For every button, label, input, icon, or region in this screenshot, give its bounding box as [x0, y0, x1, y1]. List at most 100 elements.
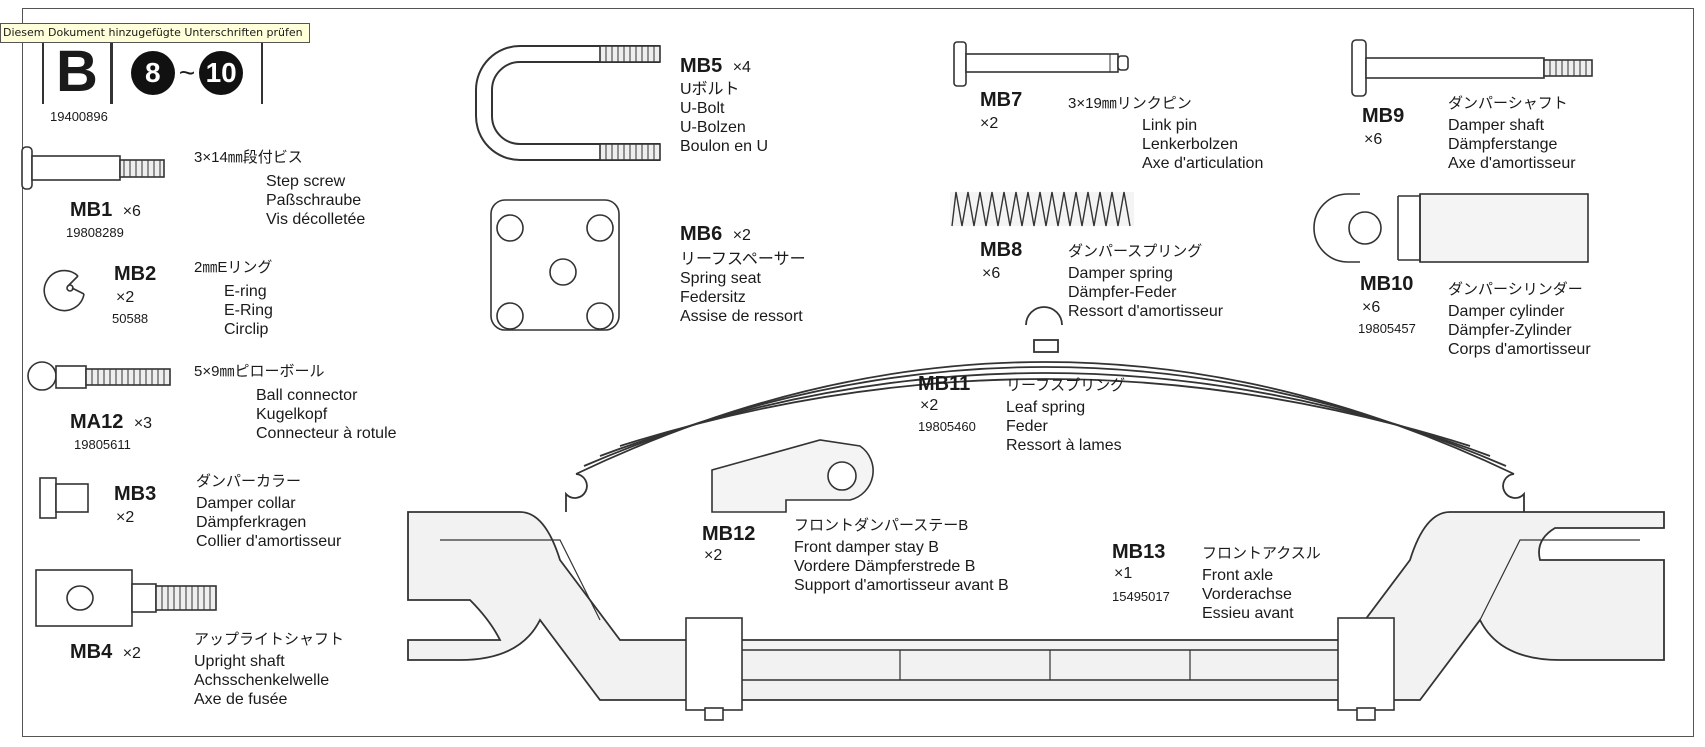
- mb12-code: MB12: [702, 523, 756, 545]
- ma12-german-name: Kugelkopf: [256, 406, 328, 423]
- mb13-french-name: Essieu avant: [1202, 605, 1294, 622]
- mb12-quantity: ×2: [704, 547, 723, 564]
- mb10-english-name: Damper cylinder: [1448, 303, 1565, 320]
- mb1-label: MB1 ×6: [70, 200, 141, 220]
- mb11-japanese-name: リーフスプリング: [1006, 377, 1126, 394]
- spring-seat-icon: [490, 199, 620, 331]
- mb5-japanese-name: Uボルト: [680, 81, 740, 98]
- mb10-german-name: Dämpfer-Zylinder: [1448, 322, 1572, 339]
- mb4-german-name: Achsschenkelwelle: [194, 672, 330, 689]
- mb1-japanese-name: 3×14㎜段付ビス: [194, 149, 303, 166]
- mb11-part-number: 19805460: [918, 419, 976, 434]
- mb4-english-name: Upright shaft: [194, 653, 285, 670]
- mb12-english-name: Front damper stay B: [794, 539, 939, 556]
- bag-part-number: 19400896: [50, 109, 108, 124]
- u-bolt-icon: [475, 45, 661, 161]
- mb11-english-name: Leaf spring: [1006, 399, 1086, 416]
- mb13-german-name: Vorderachse: [1202, 586, 1292, 603]
- mb13-english-name: Front axle: [1202, 567, 1274, 584]
- mb2-quantity: ×2: [116, 289, 135, 306]
- mb13-japanese-name: フロントアクスル: [1202, 545, 1321, 562]
- mb4-names: Upright shaft Achsschenkelwelle Axe de f…: [194, 652, 329, 709]
- leaf-spring-icon: [565, 306, 1525, 512]
- mb12-names: Front damper stay B Vordere Dämpferstred…: [794, 538, 1009, 595]
- mb9-japanese-name: ダンパーシャフト: [1448, 95, 1568, 112]
- mb11-quantity: ×2: [920, 397, 939, 414]
- mb6-japanese-name: リーフスペーサー: [680, 251, 806, 268]
- mb6-quantity: ×2: [732, 227, 751, 244]
- mb1-english-name: Step screw: [266, 173, 346, 190]
- damper-collar-icon: [39, 477, 89, 519]
- mb10-quantity: ×6: [1362, 299, 1381, 316]
- mb3-japanese-name: ダンパーカラー: [196, 473, 302, 490]
- mb7-german-name: Lenkerbolzen: [1142, 136, 1239, 153]
- mb3-english-name: Damper collar: [196, 495, 296, 512]
- mb11-code: MB11: [918, 373, 971, 395]
- mb7-code: MB7: [980, 89, 1023, 111]
- mb5-names: Uボルト U-Bolt U-Bolzen Boulon en U: [680, 80, 768, 156]
- damper-cylinder-icon: [1313, 193, 1589, 263]
- mb1-names: Step screw Paßschraube Vis décolletée: [266, 172, 365, 229]
- mb8-french-name: Ressort d'amortisseur: [1068, 303, 1224, 320]
- mb4-quantity: ×2: [122, 645, 141, 662]
- mb6-names: リーフスペーサー Spring seat Federsitz Assise de…: [680, 250, 806, 326]
- step-range-separator: ~: [178, 57, 196, 88]
- mb1-german-name: Paßschraube: [266, 192, 362, 209]
- ma12-japanese-name: 5×9㎜ピローボール: [194, 363, 325, 380]
- mb6-label: MB6 ×2: [680, 224, 751, 244]
- mb3-french-name: Collier d'amortisseur: [196, 533, 342, 550]
- mb5-french-name: Boulon en U: [680, 138, 769, 155]
- ma12-code: MA12: [70, 411, 124, 433]
- mb10-code: MB10: [1360, 273, 1414, 295]
- mb2-part-number: 50588: [112, 311, 149, 326]
- mb13-code: MB13: [1112, 541, 1166, 563]
- mb5-german-name: U-Bolzen: [680, 119, 746, 136]
- signature-check-tooltip[interactable]: Diesem Dokument hinzugefügte Unterschrif…: [0, 23, 310, 43]
- front-damper-stay-icon: [711, 439, 874, 513]
- mb9-french-name: Axe d'amortisseur: [1448, 155, 1576, 172]
- ma12-names: Ball connector Kugelkopf Connecteur à ro…: [256, 386, 397, 443]
- mb9-quantity: ×6: [1364, 131, 1383, 148]
- mb11-names: Leaf spring Feder Ressort à lames: [1006, 398, 1122, 455]
- mb7-quantity: ×2: [980, 115, 999, 132]
- mb5-quantity: ×4: [732, 59, 751, 76]
- mb9-code: MB9: [1362, 105, 1405, 127]
- mb13-quantity: ×1: [1114, 565, 1133, 582]
- mb7-french-name: Axe d'articulation: [1142, 155, 1264, 172]
- mb12-japanese-name: フロントダンパーステーB: [794, 517, 969, 534]
- mb6-english-name: Spring seat: [680, 270, 761, 287]
- mb11-french-name: Ressort à lames: [1006, 437, 1122, 454]
- mb3-quantity: ×2: [116, 509, 135, 526]
- mb8-english-name: Damper spring: [1068, 265, 1173, 282]
- ma12-quantity: ×3: [133, 415, 153, 432]
- mb8-names: Damper spring Dämpfer-Feder Ressort d'am…: [1068, 264, 1223, 321]
- step-bag-letter: B: [42, 40, 112, 104]
- mb8-german-name: Dämpfer-Feder: [1068, 284, 1177, 301]
- mb13-part-number: 15495017: [1112, 589, 1170, 604]
- mb10-part-number: 19805457: [1358, 321, 1416, 336]
- step-range-to: 10: [199, 51, 244, 95]
- mb9-names: Damper shaft Dämpferstange Axe d'amortis…: [1448, 116, 1576, 173]
- mb3-names: Damper collar Dämpferkragen Collier d'am…: [196, 494, 341, 551]
- mb10-names: Damper cylinder Dämpfer-Zylinder Corps d…: [1448, 302, 1591, 359]
- ma12-english-name: Ball connector: [256, 387, 358, 404]
- mb4-japanese-name: アップライトシャフト: [194, 631, 345, 648]
- mb10-japanese-name: ダンパーシリンダー: [1448, 281, 1583, 298]
- mb5-label: MB5 ×4: [680, 56, 751, 76]
- sheet-frame: [22, 8, 1694, 737]
- mb9-german-name: Dämpferstange: [1448, 136, 1558, 153]
- mb12-german-name: Vordere Dämpferstrede B: [794, 558, 976, 575]
- mb2-code: MB2: [114, 263, 157, 285]
- damper-shaft-icon: [1351, 39, 1593, 97]
- mb2-names: E-ring E-Ring Circlip: [224, 282, 273, 339]
- ma12-french-name: Connecteur à rotule: [256, 425, 397, 442]
- mb2-german-name: E-Ring: [224, 302, 273, 319]
- mb7-english-name: Link pin: [1142, 117, 1198, 134]
- mb1-quantity: ×6: [122, 203, 141, 220]
- mb2-french-name: Circlip: [224, 321, 269, 338]
- mb12-french-name: Support d'amortisseur avant B: [794, 577, 1009, 594]
- mb4-code: MB4: [70, 641, 113, 663]
- mb6-german-name: Federsitz: [680, 289, 746, 306]
